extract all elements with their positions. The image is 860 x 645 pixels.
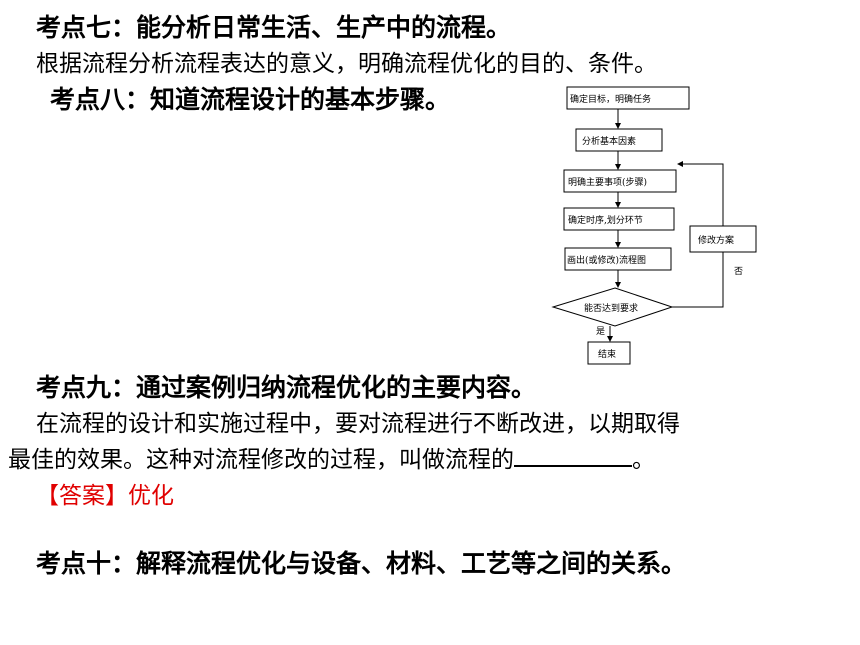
- answer-blank: [514, 445, 632, 467]
- flow-step-1-box: [566, 86, 690, 110]
- flow-step-4-box: [563, 207, 675, 231]
- flow-step-2-box: [575, 128, 663, 152]
- flow-yes-label: 是: [596, 326, 605, 337]
- section7-heading: 考点七：能分析日常生活、生产中的流程。: [36, 13, 512, 42]
- section8-heading: 考点八：知道流程设计的基本步骤。: [50, 85, 451, 114]
- section9-line1: 在流程的设计和实施过程中，要对流程进行不断改进，以期取得: [36, 411, 680, 437]
- answer-text: 【答案】优化: [36, 483, 174, 509]
- flow-decision-shape: [551, 287, 674, 327]
- section9-line2-row: 最佳的效果。这种对流程修改的过程，叫做流程的 。: [8, 440, 655, 474]
- flow-decision: 能否达到要求: [584, 302, 638, 314]
- flow-step-4: 确定时序,划分环节: [568, 214, 643, 226]
- flow-step-5: 画出(或修改)流程图: [567, 254, 646, 266]
- flow-step-3: 明确主要事项(步骤): [568, 176, 647, 188]
- section9-line2: 最佳的效果。这种对流程修改的过程，叫做流程的: [8, 447, 514, 473]
- flow-end: 结束: [598, 348, 616, 360]
- flow-step-1: 确定目标，明确任务: [570, 93, 651, 105]
- section7-body: 根据流程分析流程表达的意义，明确流程优化的目的、条件。: [36, 51, 657, 77]
- flow-step-3-box: [563, 169, 677, 193]
- flow-end-box: [587, 341, 631, 365]
- flowchart: 确定目标，明确任务 分析基本因素 明确主要事项(步骤) 确定时序,划分环节 画出…: [551, 86, 757, 365]
- section9-heading: 考点九：通过案例归纳流程优化的主要内容。: [36, 373, 537, 402]
- section9-line2-end: 。: [632, 447, 655, 473]
- flow-no-label: 否: [734, 266, 743, 277]
- section10-heading: 考点十：解释流程优化与设备、材料、工艺等之间的关系。: [36, 549, 687, 578]
- flow-step-2: 分析基本因素: [582, 135, 636, 147]
- flow-revise: 修改方案: [698, 234, 734, 246]
